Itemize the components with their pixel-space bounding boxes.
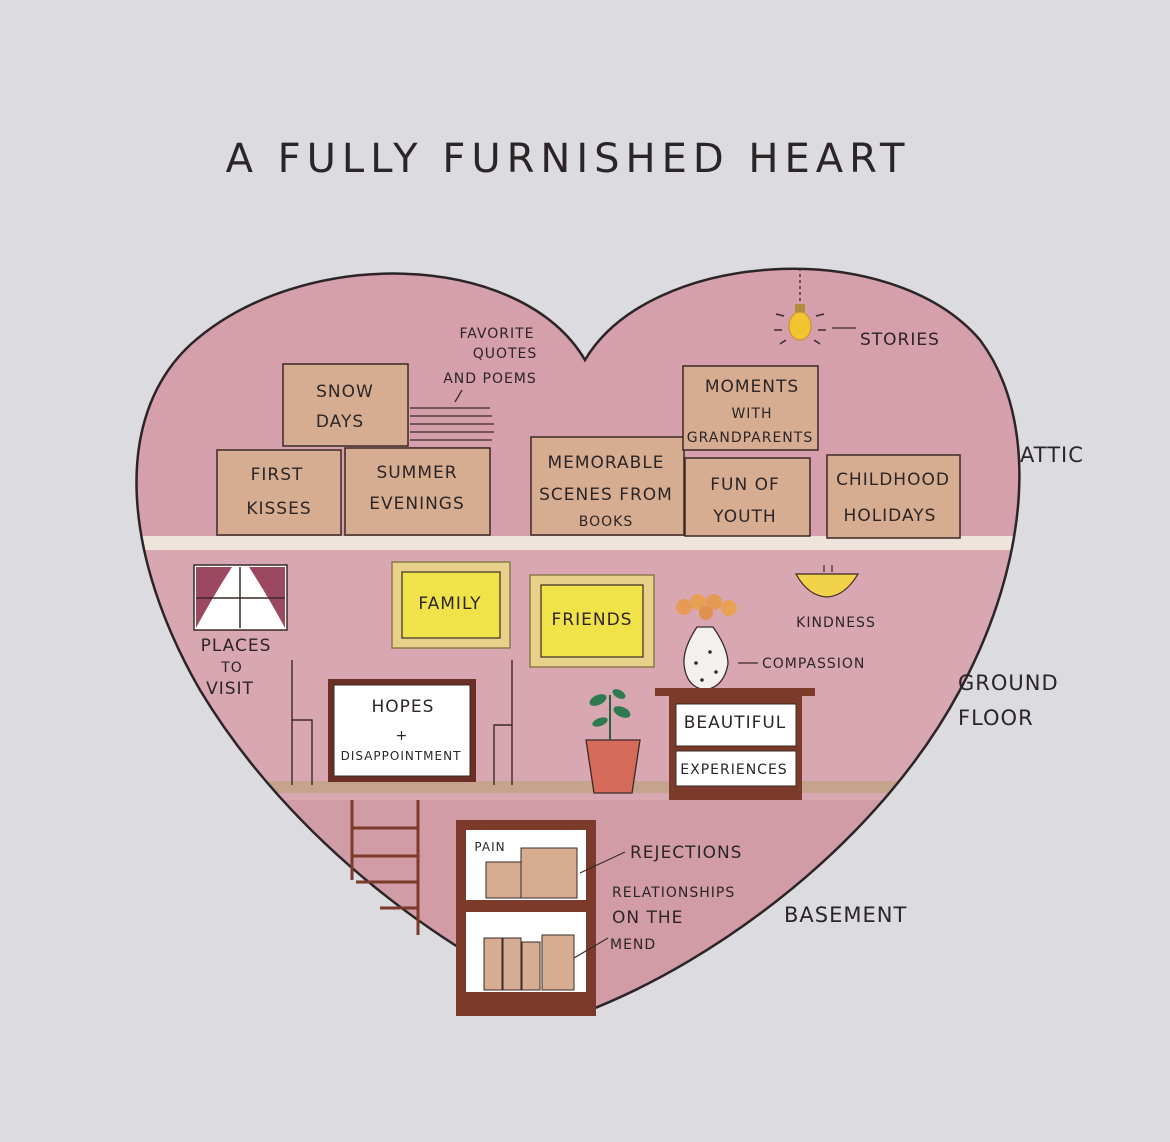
- ground-floor-label-2: FLOOR: [958, 706, 1034, 730]
- memorable-scenes-label-1: MEMORABLE: [547, 453, 664, 473]
- potted-plant-icon: [585, 689, 641, 794]
- snow-days-label-2: DAYS: [316, 412, 364, 432]
- places-label-2: TO: [220, 660, 243, 676]
- beautiful-label: BEAUTIFUL: [684, 713, 787, 733]
- fun-of-youth-label-2: YOUTH: [712, 507, 776, 527]
- ground-shelf: [136, 781, 1020, 793]
- childhood-holidays-box: [826, 454, 961, 539]
- window-icon: [193, 564, 288, 631]
- friends-label: FRIENDS: [552, 610, 633, 630]
- first-kisses-box: [216, 449, 342, 536]
- attic-label: ATTIC: [1020, 443, 1084, 467]
- chair-right-icon: [493, 660, 513, 785]
- ground-floor: PLACES TO VISIT FAMILY FRIENDS KINDNESS: [193, 561, 876, 800]
- grandparents-box: [682, 365, 819, 451]
- tv-icon: [328, 679, 476, 782]
- family-label: FAMILY: [418, 594, 481, 614]
- attic-shelf: [136, 536, 1020, 550]
- summer-evenings-box: [344, 447, 491, 536]
- vase-icon: [676, 594, 737, 691]
- fun-of-youth-box: [684, 457, 811, 537]
- quotes-label-3: AND POEMS: [443, 371, 537, 387]
- snow-days-label-1: SNOW: [316, 382, 374, 402]
- ground-floor-label-1: GROUND: [958, 671, 1059, 695]
- childhood-holidays-label-1: CHILDHOOD: [836, 470, 950, 490]
- snow-days-box: [282, 363, 409, 447]
- chair-left-icon: [291, 660, 313, 785]
- grandparents-label-1: MOMENTS: [705, 377, 799, 397]
- childhood-holidays-label-2: HOLIDAYS: [844, 506, 937, 526]
- summer-evenings-label-1: SUMMER: [376, 463, 457, 483]
- places-label-3: VISIT: [206, 679, 254, 699]
- stories-label: STORIES: [860, 330, 940, 350]
- page-title: A FULLY FURNISHED HEART: [226, 136, 911, 182]
- places-label-1: PLACES: [201, 636, 272, 656]
- ladder-icon: [350, 800, 420, 935]
- first-kisses-label-2: KISSES: [246, 499, 311, 519]
- ceiling-lamp-icon: [794, 565, 860, 598]
- experiences-label: EXPERIENCES: [680, 762, 787, 778]
- memorable-scenes-label-3: BOOKS: [579, 514, 633, 530]
- compassion-label: COMPASSION: [762, 656, 865, 672]
- quotes-label-1: FAVORITE: [459, 326, 534, 342]
- fun-of-youth-label-1: FUN OF: [710, 475, 780, 495]
- hopes-label-3: DISAPPOINTMENT: [341, 749, 462, 763]
- family-frame: [391, 561, 511, 649]
- memorable-scenes-box: [530, 436, 685, 536]
- bookshelf: [456, 820, 596, 1016]
- attic: SNOW DAYS FAVORITE QUOTES AND POEMS FIRS…: [216, 268, 961, 539]
- grandparents-label-2: WITH: [731, 406, 772, 422]
- quotes-label-2: QUOTES: [473, 346, 538, 362]
- memorable-scenes-label-2: SCENES FROM: [539, 485, 673, 505]
- summer-evenings-label-2: EVENINGS: [369, 494, 465, 514]
- friends-frame: [529, 574, 655, 668]
- first-kisses-label-1: FIRST: [251, 465, 304, 485]
- relationships-label-2: ON THE: [612, 908, 683, 928]
- relationships-label-3: MEND: [610, 937, 656, 953]
- rejections-label: REJECTIONS: [630, 843, 742, 863]
- light-bulb-icon: [774, 268, 856, 345]
- kindness-label: KINDNESS: [796, 615, 876, 631]
- hopes-label-1: HOPES: [372, 697, 435, 717]
- relationships-label-1: RELATIONSHIPS: [612, 885, 735, 901]
- grandparents-label-3: GRANDPARENTS: [687, 430, 813, 446]
- basement-label: BASEMENT: [784, 903, 907, 927]
- pain-label: PAIN: [474, 840, 505, 854]
- dresser: [655, 688, 815, 800]
- basement: PAIN REJECTIONS RELATIONSHIPS ON THE MEN…: [350, 800, 742, 1016]
- hopes-label-2: +: [396, 728, 409, 744]
